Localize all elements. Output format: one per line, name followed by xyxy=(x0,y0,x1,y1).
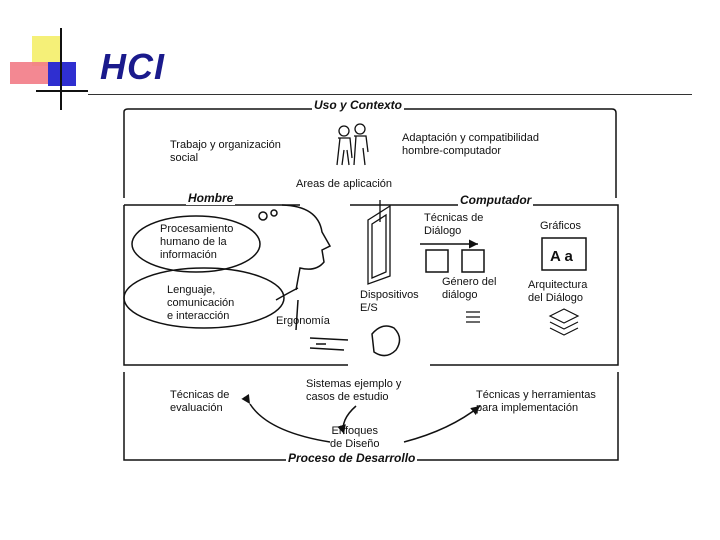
people-icon xyxy=(336,123,369,166)
mouse-icon xyxy=(371,325,401,357)
head-profile xyxy=(281,204,332,331)
frame-label-hombre: Hombre xyxy=(186,191,236,205)
label-graficos: Gráficos xyxy=(540,220,581,232)
genero-icon xyxy=(466,311,480,323)
decoration-red-square xyxy=(10,62,54,84)
decoration-yellow-square xyxy=(32,36,62,66)
proceso-arrow-right xyxy=(403,405,481,443)
frame-label-uso-contexto: Uso y Contexto xyxy=(312,98,405,112)
slide-title: HCI xyxy=(100,46,165,87)
screen-icon xyxy=(367,200,391,285)
lenguaje-bubble xyxy=(123,267,285,329)
dialogo-window-1 xyxy=(425,249,449,273)
graficos-box xyxy=(541,237,587,271)
proceso-arrow-left xyxy=(241,393,331,443)
frame-label-proceso: Proceso de Desarrollo xyxy=(286,451,418,465)
label-areas: Areas de aplicación xyxy=(296,178,393,190)
arquitectura-icon xyxy=(548,308,580,336)
label-ergonomia: Ergonomía xyxy=(276,315,330,327)
hombre-frame xyxy=(123,204,348,366)
proceso-arrow-center xyxy=(337,405,357,435)
graficos-font-sample: A a xyxy=(550,248,573,265)
procesamiento-bubble xyxy=(131,215,261,273)
frame-label-computador: Computador xyxy=(458,193,534,207)
decoration-horizontal-line xyxy=(36,90,88,92)
decoration-vertical-line xyxy=(60,28,62,110)
decoration-blue-square xyxy=(48,62,76,86)
title-rule xyxy=(88,94,692,95)
hand-icon xyxy=(309,337,349,351)
dialogo-window-2 xyxy=(461,249,485,273)
